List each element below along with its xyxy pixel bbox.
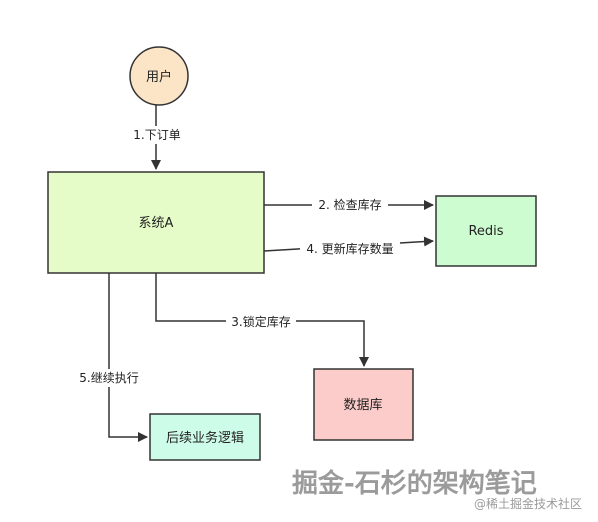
node-user-label: 用户 <box>146 69 172 85</box>
node-redis-label: Redis <box>468 224 503 239</box>
node-database-label: 数据库 <box>343 397 382 413</box>
watermark: 掘金-石杉的架构笔记 @稀土掘金技术社区 <box>292 468 582 511</box>
node-system-a: 系统A <box>47 171 265 274</box>
edge-label-check-stock: 2. 检查库存 <box>318 197 381 212</box>
edge-label-continue-exec: 5.继续执行 <box>79 371 138 385</box>
node-followup: 后续业务逻辑 <box>149 413 261 461</box>
edge-place-order: 1.下订单 <box>126 101 186 170</box>
node-redis-shape <box>435 195 537 267</box>
edge-lock-stock: 3.锁定库存 <box>155 273 369 367</box>
node-database-shape <box>313 368 414 441</box>
node-followup-shape <box>149 413 261 461</box>
edge-update-stock: 4. 更新库存数量 <box>263 236 434 258</box>
node-system-a-shape <box>47 171 265 274</box>
watermark-main: 掘金-石杉的架构笔记 <box>292 468 537 499</box>
node-database: 数据库 <box>313 368 414 441</box>
node-user-shape <box>129 46 189 106</box>
edge-check-stock: 2. 检查库存 <box>264 196 434 214</box>
watermark-sub: @稀土掘金技术社区 <box>474 496 582 511</box>
edge-label-lock-stock: 3.锁定库存 <box>231 314 290 329</box>
node-system-a-label: 系统A <box>139 216 174 231</box>
node-followup-label: 后续业务逻辑 <box>166 430 244 446</box>
node-user: 用户 <box>129 46 189 106</box>
edge-label-place-order: 1.下订单 <box>133 128 180 142</box>
node-redis: Redis <box>435 195 537 267</box>
edge-label-update-stock: 4. 更新库存数量 <box>306 241 393 256</box>
edge-continue-exec: 5.继续执行 <box>74 273 148 442</box>
